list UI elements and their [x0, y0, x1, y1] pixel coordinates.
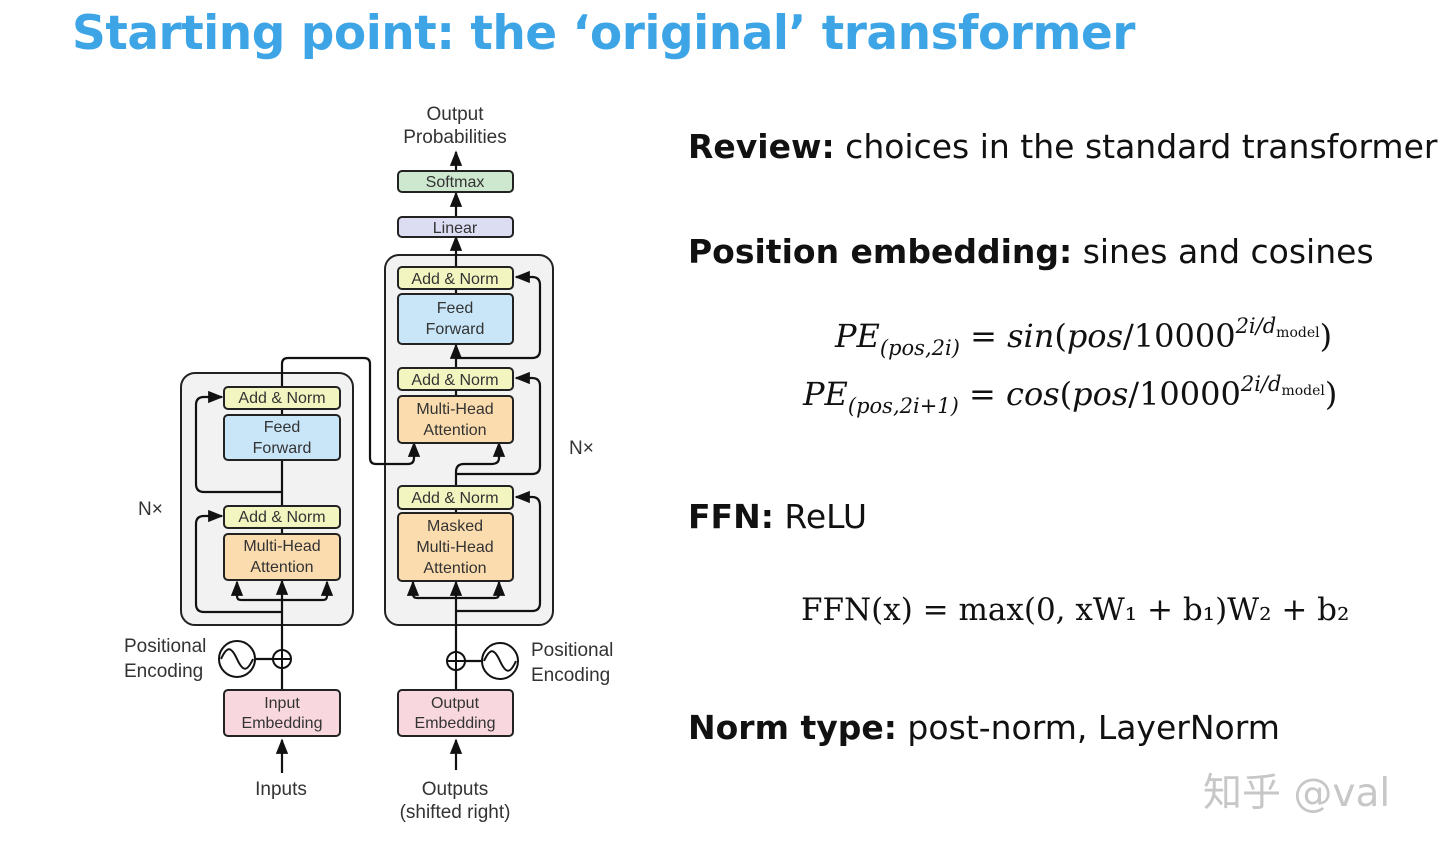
- output-embedding-label-2: Embedding: [415, 715, 496, 732]
- ffn-line: FFN: ReLU: [688, 497, 867, 536]
- open-paren: (: [1054, 317, 1067, 355]
- denominator-base: /10000: [1128, 375, 1241, 413]
- encoder-multi-head-attention-box: [223, 533, 341, 581]
- equals-sign: =: [958, 375, 1007, 413]
- position-embedding-line: Position embedding: sines and cosines: [688, 232, 1374, 271]
- softmax-box: [397, 170, 514, 193]
- encoder-add-norm-1-label: Add & Norm: [238, 509, 325, 526]
- decoder-positional-label-2: Encoding: [531, 665, 610, 686]
- pe-symbol: PE: [803, 375, 848, 413]
- ffn-text: ReLU: [773, 497, 868, 536]
- encoder-mha-label-2: Attention: [250, 559, 313, 576]
- masked-multi-head-attention-box: [397, 512, 514, 582]
- outputs-label-1: Outputs: [422, 779, 489, 800]
- decoder-feed-forward-label-1: Feed: [437, 300, 473, 317]
- output-embedding-box: [397, 689, 514, 737]
- pe-sin-equation: PE(pos,2i) = sin(pos/100002i/dmodel): [835, 314, 1332, 360]
- encoder-nx-label: N×: [138, 499, 163, 520]
- decoder-positional-label-1: Positional: [531, 640, 613, 661]
- decoder-mha-label-1: Multi-Head: [416, 401, 493, 418]
- denominator-base: /10000: [1122, 317, 1236, 355]
- encoder-add-norm-1: [223, 505, 341, 529]
- sin-function: sin: [1007, 317, 1055, 355]
- zhihu-watermark: 知乎 @val: [1203, 771, 1391, 816]
- review-heading: Review:: [688, 127, 835, 166]
- output-probabilities-label-2: Probabilities: [403, 127, 507, 148]
- encoder-add-icon: [272, 649, 292, 669]
- output-embedding-label-1: Output: [431, 695, 480, 712]
- close-paren: ): [1324, 375, 1338, 413]
- output-probabilities-label-1: Output: [426, 104, 484, 125]
- encoder-add-norm-2-label: Add & Norm: [238, 390, 325, 407]
- pe-cos-equation: PE(pos,2i+1) = cos(pos/100002i/dmodel): [803, 372, 1337, 418]
- slide-title: Starting point: the ‘original’ transform…: [72, 6, 1135, 61]
- linear-box: [397, 216, 514, 238]
- transformer-diagram: Output Probabilities Softmax Linear Add …: [124, 104, 613, 823]
- inputs-label: Inputs: [255, 779, 307, 800]
- review-text: choices in the standard transformer: [834, 127, 1438, 166]
- encoder-mha-label-1: Multi-Head: [243, 538, 320, 555]
- ffn-equation: FFN(x) = max(0, xW₁ + b₁)W₂ + b₂: [801, 592, 1350, 628]
- masked-mha-label-2: Multi-Head: [416, 539, 493, 556]
- encoder-feed-forward-label-1: Feed: [264, 419, 300, 436]
- review-line: Review: choices in the standard transfor…: [688, 127, 1437, 166]
- input-embedding-box: [223, 689, 341, 737]
- pe-subscript-odd: (pos,2i+1): [847, 394, 959, 418]
- linear-label: Linear: [433, 220, 478, 237]
- decoder-add-icon: [446, 651, 466, 671]
- pos-variable: pos: [1066, 317, 1123, 355]
- encoder-add-norm-2: [223, 386, 341, 410]
- close-paren: ): [1319, 317, 1333, 355]
- input-embedding-label-2: Embedding: [242, 715, 323, 732]
- connection-lines: [194, 150, 542, 773]
- norm-type-text: post-norm, LayerNorm: [896, 708, 1280, 747]
- pe-symbol: PE: [835, 317, 880, 355]
- norm-type-line: Norm type: post-norm, LayerNorm: [688, 708, 1280, 747]
- pe-subscript-even: (pos,2i): [879, 336, 960, 360]
- position-embedding-heading: Position embedding:: [688, 232, 1073, 271]
- equals-sign: =: [959, 317, 1008, 355]
- decoder-add-norm-2-label: Add & Norm: [411, 372, 498, 389]
- exponent-subscript: model: [1281, 383, 1325, 399]
- ffn-heading: FFN:: [688, 497, 774, 536]
- exponent: 2i/d: [1235, 314, 1277, 338]
- decoder-mha-label-2: Attention: [423, 422, 486, 439]
- masked-mha-label-1: Masked: [427, 518, 483, 535]
- encoder-positional-label-1: Positional: [124, 636, 206, 657]
- exponent: 2i/d: [1240, 372, 1282, 396]
- cos-function: cos: [1006, 375, 1060, 413]
- exponent-subscript: model: [1276, 325, 1320, 341]
- decoder-feed-forward-label-2: Forward: [426, 321, 485, 338]
- position-embedding-text: sines and cosines: [1072, 232, 1374, 271]
- decoder-nx-label: N×: [569, 438, 594, 459]
- encoder-feed-forward-box: [223, 414, 341, 461]
- decoder-sine-wave-icon: [481, 642, 519, 680]
- decoder-add-norm-3: [397, 266, 514, 290]
- decoder-feed-forward-box: [397, 293, 514, 345]
- decoder-add-norm-1: [397, 485, 514, 510]
- pos-variable: pos: [1072, 375, 1129, 413]
- decoder-add-norm-1-label: Add & Norm: [411, 490, 498, 507]
- encoder-positional-label-2: Encoding: [124, 661, 203, 682]
- outputs-label-2: (shifted right): [400, 802, 511, 823]
- softmax-label: Softmax: [426, 174, 485, 191]
- input-embedding-label-1: Input: [264, 695, 300, 712]
- decoder-multi-head-attention-box: [397, 395, 514, 444]
- masked-mha-label-3: Attention: [423, 560, 486, 577]
- open-paren: (: [1059, 375, 1073, 413]
- encoder-feed-forward-label-2: Forward: [253, 440, 312, 457]
- norm-type-heading: Norm type:: [688, 708, 897, 747]
- decoder-add-norm-3-label: Add & Norm: [411, 271, 498, 288]
- encoder-sine-wave-icon: [218, 640, 256, 678]
- decoder-add-norm-2: [397, 367, 514, 391]
